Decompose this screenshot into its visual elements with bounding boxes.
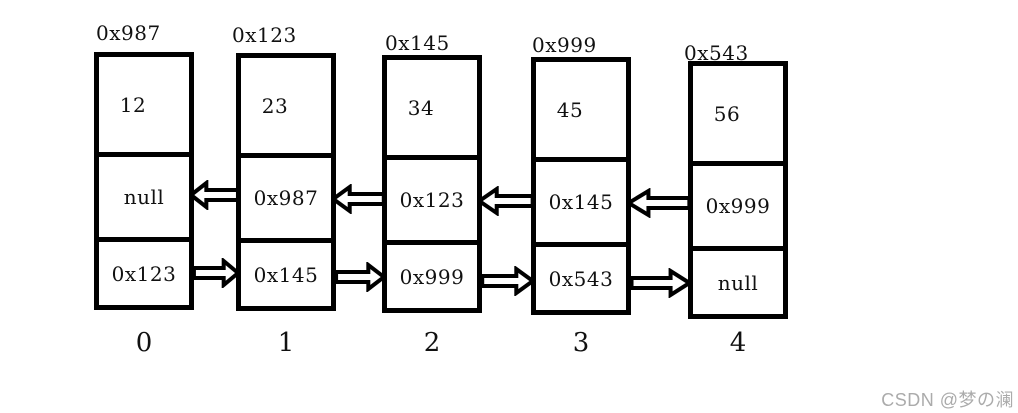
right-block-arrow-icon (480, 266, 535, 296)
node-prev-pointer-cell: 0x987 (241, 158, 331, 243)
node-box: 23 0x987 0x145 (236, 53, 336, 311)
next-arrow-node0-to-node1 (192, 258, 240, 288)
node-box: 34 0x123 0x999 (382, 55, 482, 313)
list-node-3: 0x999 45 0x145 0x543 3 (531, 0, 631, 413)
node-next-pointer-cell: 0x145 (253, 262, 319, 287)
prev-arrow-node2-to-node1 (331, 184, 386, 214)
left-block-arrow-icon (626, 188, 692, 218)
right-block-arrow-icon (334, 262, 386, 292)
left-block-arrow-icon (189, 180, 240, 210)
node-address-label: 0x987 (96, 21, 161, 45)
node-address-label: 0x145 (385, 31, 450, 55)
node-prev-pointer-cell: null (99, 157, 189, 242)
list-node-2: 0x145 34 0x123 0x999 2 (382, 0, 482, 413)
node-prev-pointer-cell: 0x999 (693, 166, 783, 251)
left-block-arrow-icon (331, 184, 386, 214)
node-index-label: 2 (423, 328, 441, 358)
left-block-arrow-icon (477, 186, 535, 216)
node-index-label: 3 (572, 328, 590, 358)
right-block-arrow-icon (192, 258, 240, 288)
node-value-cell: 23 (241, 58, 331, 158)
list-node-4: 0x543 56 0x999 null 4 (684, 0, 788, 413)
node-next-pointer-cell: 0x999 (399, 264, 465, 289)
node-address-label: 0x543 (684, 41, 749, 65)
node-prev-pointer-cell: 0x123 (387, 160, 477, 245)
node-prev-pointer-cell: 0x145 (536, 162, 626, 247)
node-index-label: 4 (729, 328, 747, 358)
prev-arrow-node1-to-node0 (189, 180, 240, 210)
node-index-label: 1 (277, 328, 295, 358)
node-value-cell: 45 (536, 62, 626, 162)
node-value-cell: 12 (99, 57, 189, 157)
prev-arrow-node3-to-node2 (477, 186, 535, 216)
right-block-arrow-icon (629, 268, 692, 298)
node-next-pointer-cell: null (717, 270, 759, 295)
node-next-pointer-cell: 0x543 (548, 266, 614, 291)
prev-arrow-node4-to-node3 (626, 188, 692, 218)
next-arrow-node3-to-node4 (629, 268, 692, 298)
node-value-cell: 34 (387, 60, 477, 160)
next-arrow-node1-to-node2 (334, 262, 386, 292)
node-box: 45 0x145 0x543 (531, 57, 631, 315)
node-address-label: 0x999 (532, 33, 597, 57)
node-index-label: 0 (135, 328, 153, 358)
node-box: 12 null 0x123 (94, 52, 194, 310)
list-node-0: 0x987 12 null 0x123 0 (94, 0, 194, 413)
next-arrow-node2-to-node3 (480, 266, 535, 296)
csdn-watermark: CSDN @梦の澜 (881, 390, 1014, 410)
node-next-pointer-cell: 0x123 (111, 261, 177, 286)
node-value-cell: 56 (693, 66, 783, 166)
node-box: 56 0x999 null (688, 61, 788, 319)
list-node-1: 0x123 23 0x987 0x145 1 (232, 0, 336, 413)
node-address-label: 0x123 (232, 23, 297, 47)
